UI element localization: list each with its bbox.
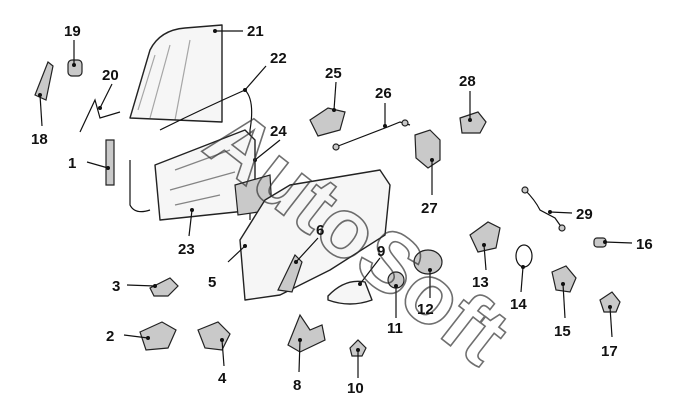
part-17-hinge [599, 291, 621, 313]
label-11: 11 [387, 320, 403, 337]
label-21: 21 [247, 23, 264, 40]
part-3-clip [149, 277, 179, 297]
part-9-handle [327, 280, 373, 305]
part-20-strip [79, 98, 121, 133]
label-15: 15 [554, 323, 571, 340]
part-14-ring [515, 244, 533, 268]
part-2-hinge [139, 321, 177, 351]
label-18: 18 [31, 131, 48, 148]
part-4-bracket [197, 321, 231, 351]
label-12: 12 [417, 301, 434, 318]
part-26-cable [332, 121, 411, 149]
label-10: 10 [347, 380, 364, 397]
part-12-cylinder [413, 249, 443, 275]
part-18-corner-piece [34, 61, 54, 101]
label-20: 20 [102, 67, 119, 84]
label-22: 22 [270, 50, 287, 67]
part-15-bracket [551, 265, 577, 293]
label-6: 6 [316, 222, 324, 239]
label-25: 25 [325, 65, 342, 82]
label-16: 16 [636, 236, 653, 253]
label-3: 3 [112, 278, 120, 295]
part-19-clip [67, 59, 83, 77]
label-29: 29 [576, 206, 593, 223]
label-8: 8 [293, 377, 301, 394]
part-25-bracket [309, 107, 346, 137]
label-17: 17 [601, 343, 618, 360]
part-6-plate [277, 253, 303, 293]
part-23-inner-panel [154, 129, 256, 221]
leader-dots [38, 29, 612, 352]
label-19: 19 [64, 23, 81, 40]
label-5: 5 [208, 274, 216, 291]
label-24: 24 [270, 123, 287, 140]
label-2: 2 [106, 328, 114, 345]
part-labels: 1 2 3 4 5 6 8 9 10 11 12 13 14 15 16 17 … [31, 23, 653, 397]
label-27: 27 [421, 200, 438, 217]
label-4: 4 [218, 370, 227, 387]
leader-lines [39, 30, 633, 378]
part-29-wire [524, 189, 563, 229]
label-26: 26 [375, 85, 392, 102]
label-23: 23 [178, 241, 195, 258]
part-28-block [459, 111, 487, 134]
label-13: 13 [472, 274, 489, 291]
part-13-latch [469, 221, 501, 253]
label-9: 9 [377, 243, 385, 260]
part-8-lever [287, 313, 326, 353]
label-1: 1 [68, 155, 76, 172]
label-14: 14 [510, 296, 527, 313]
part-1-rail [105, 139, 115, 186]
label-28: 28 [459, 73, 476, 90]
part-5-outer-panel [239, 169, 391, 301]
part-27-lock [414, 129, 441, 169]
part-21-window-glass [129, 24, 223, 123]
